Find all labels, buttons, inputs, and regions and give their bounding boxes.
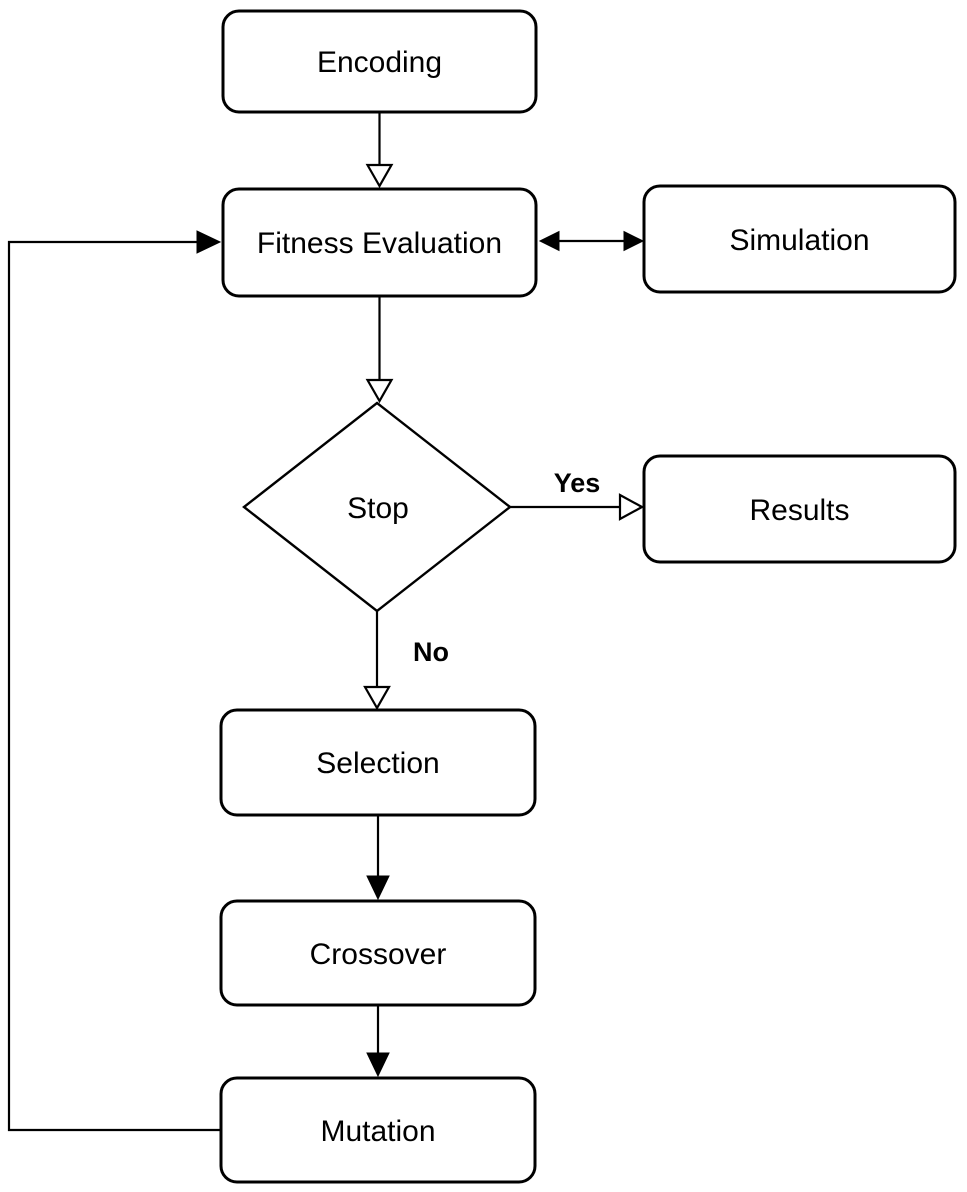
- node-results-label: Results: [749, 494, 849, 527]
- node-crossover-label: Crossover: [310, 938, 447, 971]
- node-results: Results: [642, 454, 957, 564]
- node-crossover: Crossover: [219, 899, 537, 1007]
- edge-stop-to-selection-no: [363, 611, 391, 711]
- node-encoding: Encoding: [221, 9, 538, 114]
- edge-fitness-evaluation-simulation-bidirectional: [538, 230, 645, 252]
- node-stop-decision: Stop: [242, 401, 512, 613]
- node-stop-label: Stop: [347, 492, 409, 525]
- node-selection-label: Selection: [316, 747, 439, 780]
- edge-mutation-to-fitness-evaluation-loop: [7, 230, 222, 1132]
- node-simulation-label: Simulation: [729, 224, 869, 257]
- edge-encoding-to-fitness-evaluation: [365, 112, 394, 189]
- edge-label-no: No: [413, 637, 449, 667]
- node-mutation-label: Mutation: [320, 1115, 435, 1148]
- node-fitness-evaluation-label: Fitness Evaluation: [257, 227, 502, 260]
- edge-selection-to-crossover: [366, 815, 390, 901]
- node-fitness-evaluation: Fitness Evaluation: [221, 187, 538, 298]
- node-mutation: Mutation: [219, 1076, 537, 1184]
- edge-crossover-to-mutation: [366, 1005, 390, 1078]
- node-simulation: Simulation: [642, 184, 957, 294]
- node-encoding-label: Encoding: [317, 46, 442, 79]
- node-selection: Selection: [219, 708, 537, 817]
- edge-label-yes: Yes: [554, 468, 601, 498]
- edge-fitness-evaluation-to-stop: [365, 296, 394, 404]
- edge-stop-to-results-yes: [510, 493, 645, 521]
